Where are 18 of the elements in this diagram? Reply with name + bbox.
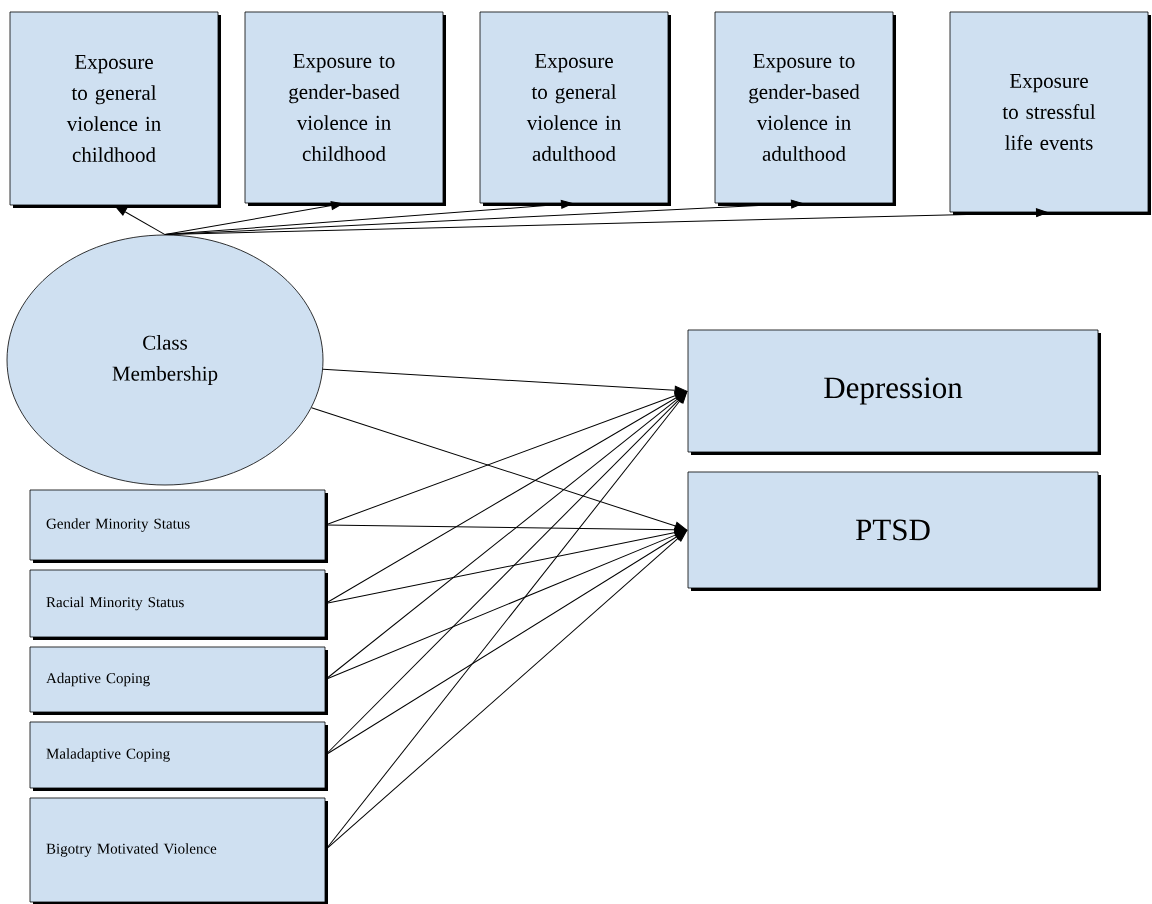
predictor-box: Gender Minority Status	[29, 489, 328, 563]
predictor-box: Racial Minority Status	[29, 569, 328, 640]
arrow	[324, 391, 688, 756]
outcome-box: PTSD	[687, 471, 1101, 591]
arrow	[164, 208, 1048, 236]
exposure-box: Exposure to general violence in childhood	[9, 11, 221, 208]
exposure-box: Exposure to gender-based violence in adulthood	[714, 11, 896, 206]
predictor-box: Bigotry Motivated Violence	[29, 797, 328, 904]
arrow	[324, 530, 687, 851]
predictor-box: Adaptive Coping	[29, 646, 328, 715]
exposure-box: Exposure to general violence in adulthood	[479, 11, 671, 206]
exposure-box: Exposure to stressful life events	[949, 11, 1151, 215]
arrow	[311, 407, 687, 531]
outcome-box: Depression	[687, 329, 1101, 455]
arrow	[164, 201, 343, 236]
predictor-box: Maladaptive Coping	[29, 721, 328, 791]
exposure-box: Exposure to gender-based violence in childhood	[244, 11, 446, 206]
arrow	[114, 205, 166, 236]
